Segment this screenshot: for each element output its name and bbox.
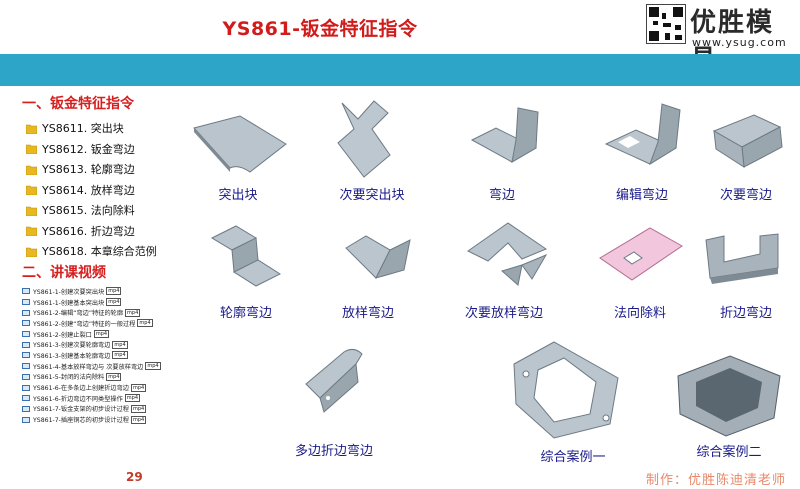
folder-item[interactable]: YS8618. 本章综合范例 (26, 241, 157, 262)
caption-example-one: 综合案例一 (540, 450, 606, 465)
qr-code-icon (646, 4, 686, 44)
folder-item[interactable]: YS8613. 轮廓弯边 (26, 159, 157, 180)
video-file-icon (22, 405, 30, 412)
multi-edge-hem-image (305, 348, 363, 413)
page-number: 29 (126, 470, 143, 484)
folder-item[interactable]: YS8614. 放样弯边 (26, 180, 157, 201)
flange-image (470, 107, 539, 163)
caption-edit-flange: 编辑弯边 (615, 188, 668, 203)
caption-normal-cutout: 法向除料 (613, 306, 666, 321)
section-title-features: 一、钣金特征指令 (22, 96, 134, 112)
video-file-icon (22, 384, 30, 391)
normal-cutout-image (599, 227, 683, 281)
hem-flange-image (705, 233, 779, 284)
video-file-icon (22, 363, 30, 370)
folder-icon (26, 225, 37, 237)
folder-icon (26, 184, 37, 196)
header: YS861-钣金特征指令 优胜模具 www.ysug.com (0, 0, 800, 75)
tab-feature-image (193, 115, 287, 173)
video-file-icon (22, 373, 30, 380)
folder-item[interactable]: YS8615. 法向除料 (26, 200, 157, 221)
folder-item[interactable]: YS8616. 折边弯边 (26, 221, 157, 242)
secondary-tab-image (337, 100, 391, 178)
folder-item[interactable]: YS8611. 突出块 (26, 118, 157, 139)
lofted-flange-image (345, 235, 411, 279)
video-file-icon (22, 288, 30, 295)
author-credit: 制作：优胜陈迪清老师 (646, 473, 787, 488)
folder-icon (26, 246, 37, 257)
video-file-icon (22, 395, 30, 402)
video-file-icon (22, 416, 30, 423)
caption-multi-edge-hem: 多边折边弯边 (294, 444, 373, 459)
video-file-icon (22, 352, 30, 359)
example-two-image (677, 355, 781, 437)
caption-example-two: 综合案例二 (696, 445, 762, 460)
caption-secondary-lofted-flange: 次要放样弯边 (464, 306, 543, 321)
caption-lofted-flange: 放样弯边 (341, 306, 394, 321)
folder-icon (26, 205, 37, 216)
secondary-flange-image (712, 114, 783, 168)
video-file-icon (22, 309, 30, 316)
caption-contour-flange: 轮廓弯边 (219, 306, 272, 321)
example-one-image (513, 341, 619, 439)
header-band (0, 54, 800, 86)
caption-secondary-tab: 次要突出块 (339, 188, 405, 203)
folder-icon (26, 143, 37, 155)
section-title-videos: 二、讲课视频 (22, 265, 106, 281)
video-file-icon (22, 341, 30, 348)
folder-item[interactable]: YS8612. 钣金弯边 (26, 139, 157, 160)
folder-icon (26, 123, 37, 134)
caption-secondary-flange: 次要弯边 (719, 188, 772, 203)
feature-folder-list: YS8611. 突出块 YS8612. 钣金弯边 YS8613. 轮廓弯边 YS… (26, 118, 157, 262)
secondary-lofted-flange-image (467, 222, 548, 286)
folder-icon (26, 164, 37, 175)
edit-flange-image (604, 103, 681, 166)
video-file-icon (22, 320, 30, 327)
video-file-icon (22, 331, 30, 338)
caption-hem-flange: 折边弯边 (719, 306, 772, 321)
contour-flange-image (210, 225, 282, 287)
video-file-icon (22, 299, 30, 306)
caption-tab: 突出块 (218, 188, 258, 203)
page-title: YS861-钣金特征指令 (222, 18, 418, 40)
brand-url: www.ysug.com (692, 36, 787, 49)
caption-flange: 弯边 (488, 188, 515, 203)
